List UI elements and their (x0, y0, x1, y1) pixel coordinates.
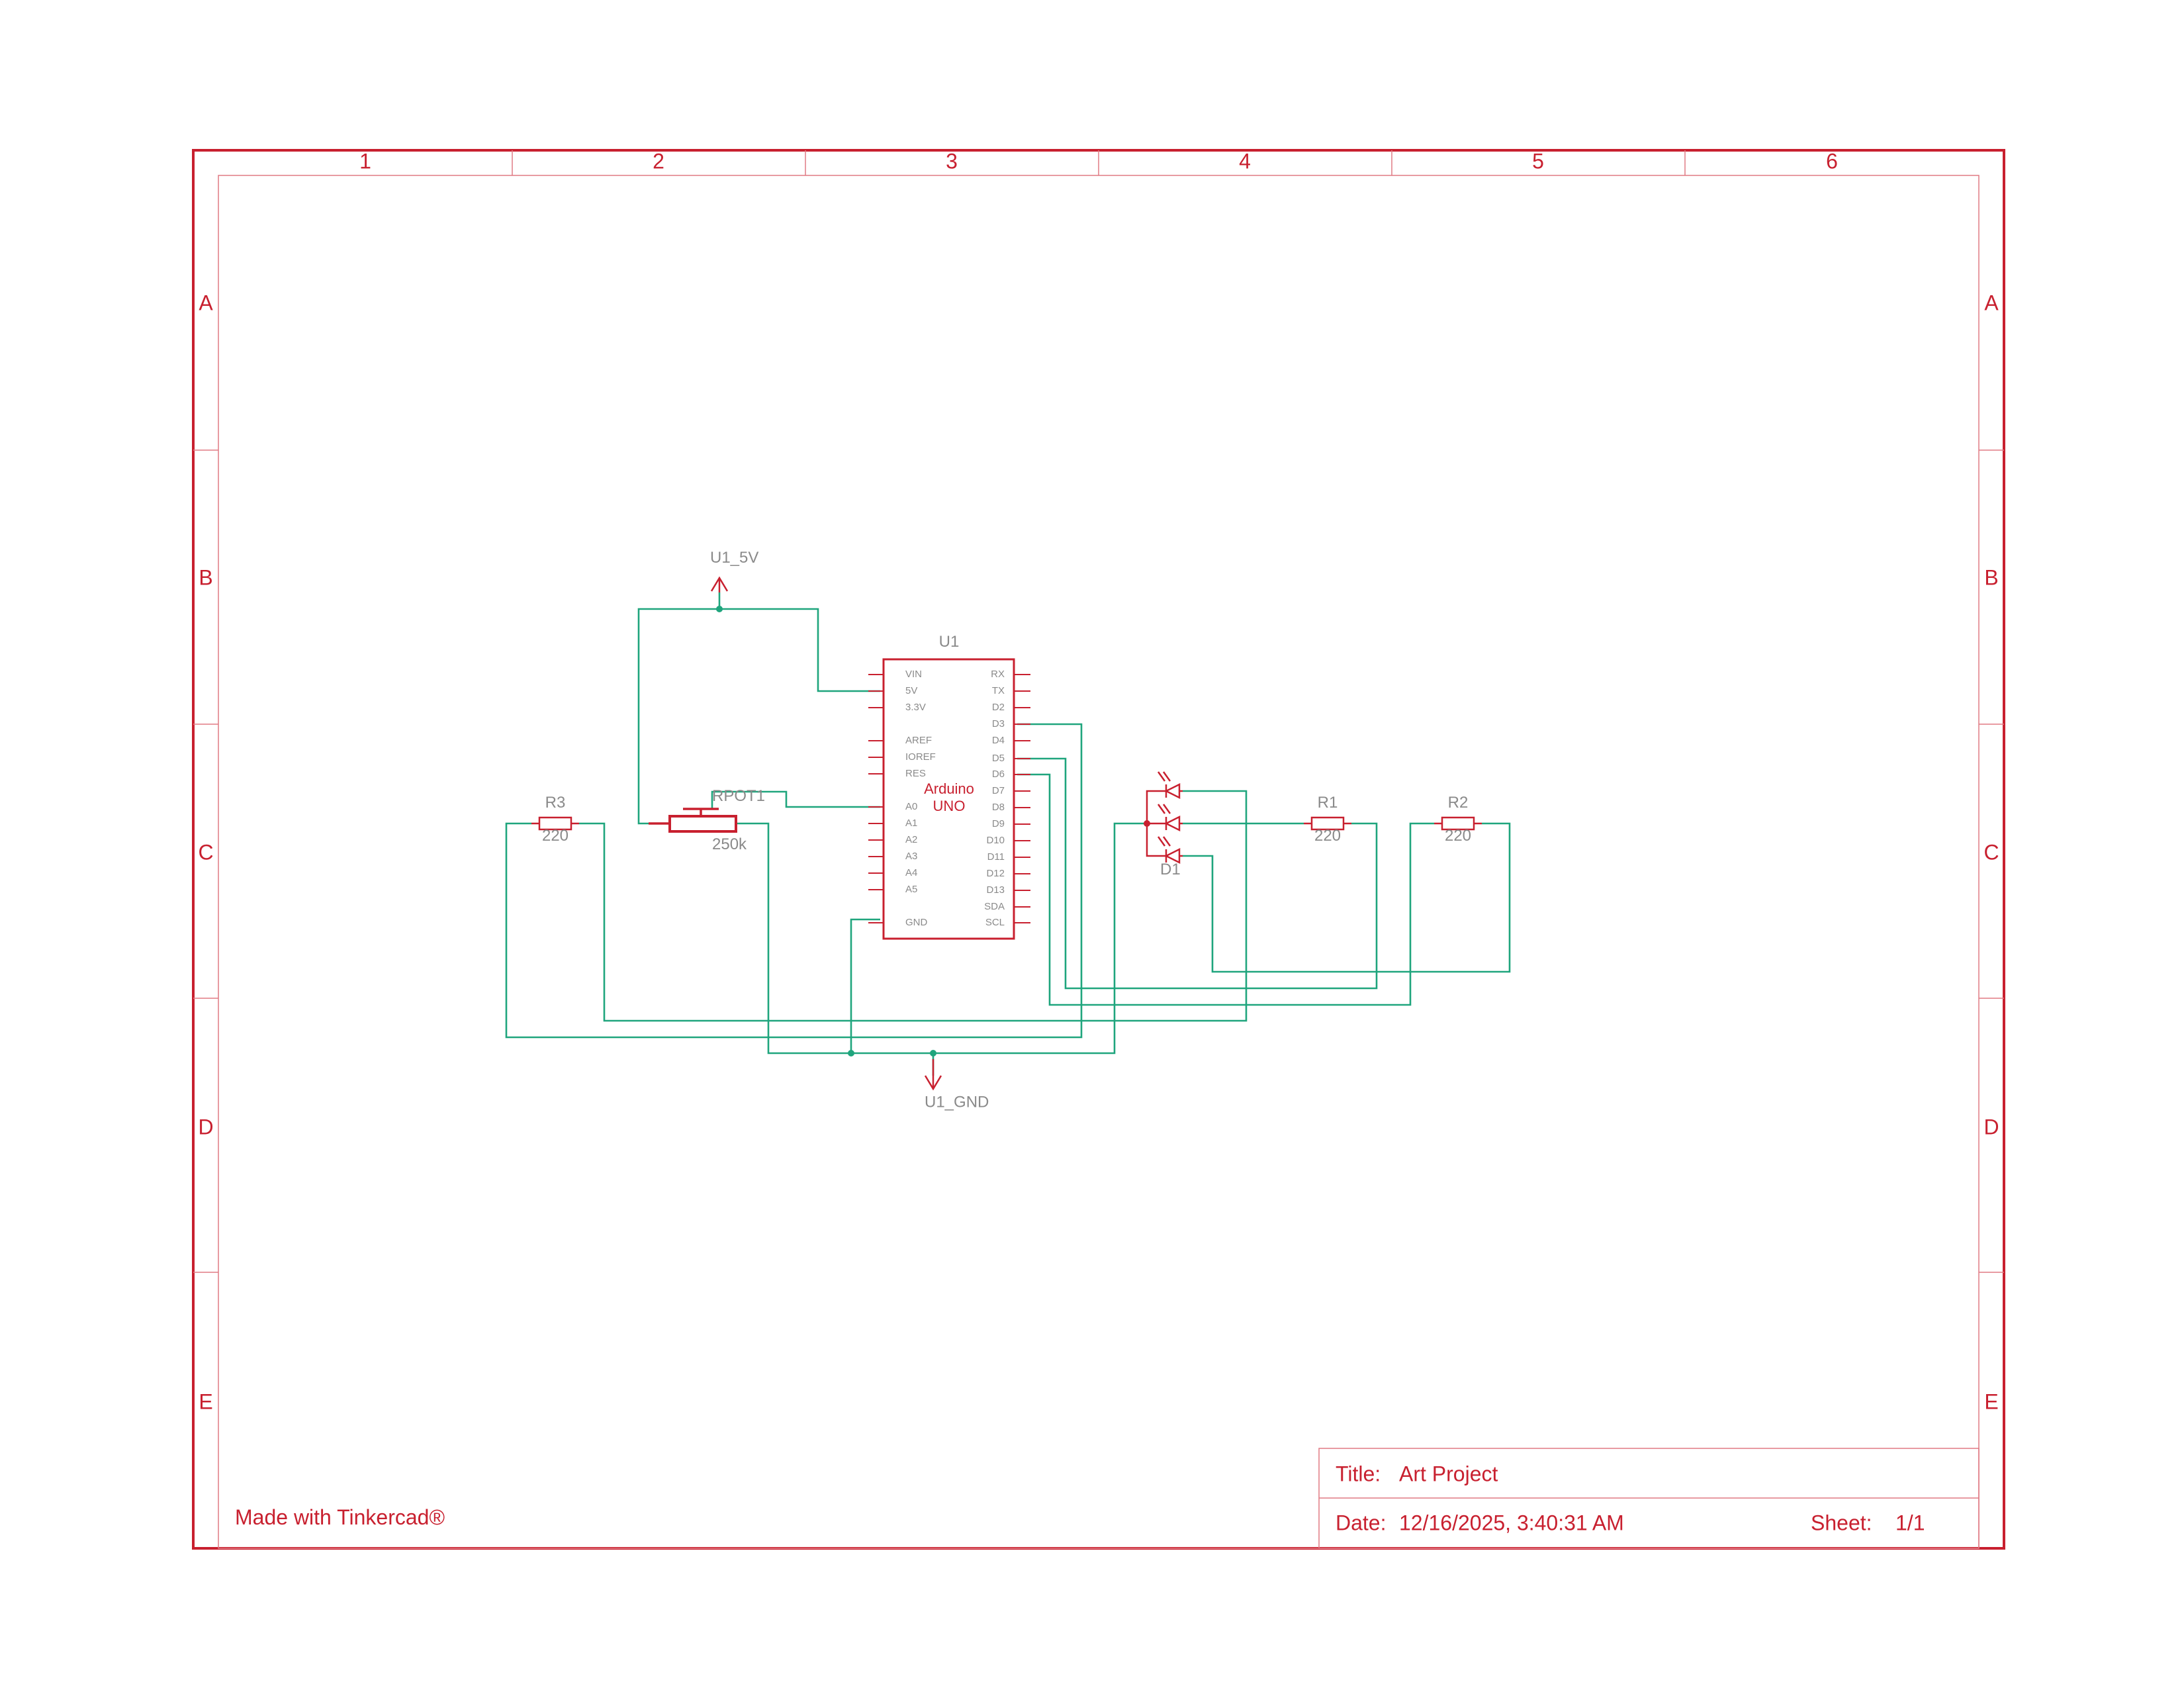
wire-gnd-bus (736, 822, 1147, 1055)
column-label-5: 5 (1532, 149, 1544, 173)
u1-pin-rx-label: RX (991, 669, 1005, 680)
d1-ref: D1 (1160, 861, 1181, 878)
rpot1-body (668, 815, 737, 833)
u1-pin-33v-label: 3.3V (905, 702, 926, 713)
u1-pin-d8-label: D8 (992, 802, 1005, 813)
title-value: Art Project (1399, 1462, 1498, 1485)
row-label-b-right: B (1984, 565, 1998, 589)
wire-d5-to-r1 (1017, 757, 1378, 990)
resistor-r2: R2 220 (1434, 794, 1482, 845)
power-5v-label: U1_5V (710, 549, 758, 567)
rpot1-ref: RPOT1 (712, 787, 765, 805)
row-label-a-right: A (1984, 291, 1999, 314)
rpot1-value: 250k (712, 835, 747, 853)
wires (505, 592, 1511, 1076)
led-common-junction (1144, 820, 1150, 827)
u1-pin-a2-label: A2 (905, 834, 917, 845)
u1-name-line1: Arduino (924, 780, 974, 797)
u1-pin-gnd-label: GND (905, 917, 928, 928)
row-label-e-right: E (1984, 1389, 1998, 1413)
wire-rpot-wiper-to-a0 (711, 790, 880, 808)
row-label-d-left: D (198, 1115, 213, 1139)
u1-pin-ioref-label: IOREF (905, 751, 936, 763)
arduino-uno-u1: U1 Arduino UNO VIN 5V 3.3V AREF IOREF RES A0A1… (868, 633, 1030, 940)
rgb-led-d1: D1 (1144, 771, 1183, 878)
u1-body (882, 658, 1015, 940)
u1-pin-scl-label: SCL (985, 917, 1005, 928)
wire-5v-to-rpot (637, 608, 719, 825)
row-label-d-right: D (1983, 1115, 1999, 1139)
power-5v-symbol: U1_5V (710, 549, 758, 592)
r3-ref: R3 (545, 794, 566, 812)
u1-pin-d4-label: D4 (992, 735, 1005, 746)
potentiometer-rpot1: RPOT1 250k (649, 787, 765, 853)
u1-pin-a1-label: A1 (905, 818, 917, 829)
u1-pin-sda-label: SDA (984, 901, 1005, 912)
resistor-r3: R3 220 (531, 794, 579, 845)
u1-pin-res-label: RES (905, 768, 926, 779)
wire-d3-to-r3 (505, 723, 1083, 1039)
title-label: Title: (1336, 1462, 1381, 1485)
r3-value: 220 (542, 827, 569, 845)
wire-r3-to-led-red (579, 790, 1248, 1022)
outer-border (192, 149, 2005, 1550)
wire-u1-gnd (850, 918, 880, 1053)
r2-ref: R2 (1448, 794, 1469, 812)
u1-pin-a3-label: A3 (905, 851, 917, 862)
column-label-4: 4 (1239, 149, 1251, 173)
u1-pin-d3-label: D3 (992, 718, 1005, 729)
date-label: Date: (1336, 1511, 1386, 1534)
u1-pin-d9-label: D9 (992, 818, 1005, 829)
inner-border (218, 175, 1979, 1549)
sheet-value: 1/1 (1895, 1511, 1925, 1534)
column-label-1: 1 (359, 149, 371, 173)
u1-pin-a4-label: A4 (905, 867, 917, 878)
r1-value: 220 (1314, 827, 1341, 845)
title-block: Title: Art Project Date: 12/16/2025, 3:4… (1318, 1448, 1979, 1549)
u1-pin-aref-label: AREF (905, 735, 932, 746)
u1-pin-d10-label: D10 (986, 835, 1005, 846)
drawing-frame: 1 2 3 4 5 6 A B C D E A B C D E Made wit… (192, 149, 2005, 1550)
led-diode-3 (1157, 836, 1183, 865)
row-label-e-left: E (199, 1389, 212, 1413)
wire-5v-to-u1 (719, 608, 880, 692)
u1-pin-d6-label: D6 (992, 769, 1005, 780)
wire-r2-to-led-blue (1183, 822, 1511, 973)
row-label-c-left: C (198, 840, 213, 864)
column-label-3: 3 (946, 149, 958, 173)
made-with-tinkercad: Made with Tinkercad® (235, 1505, 445, 1529)
led-diode-1 (1157, 771, 1183, 800)
column-label-2: 2 (653, 149, 664, 173)
u1-pin-d5-label: D5 (992, 753, 1005, 764)
row-label-a-left: A (199, 291, 213, 314)
u1-name-line2: UNO (933, 798, 966, 814)
u1-pin-d11-label: D11 (987, 851, 1005, 863)
u1-pin-a5-label: A5 (905, 884, 917, 895)
row-label-c-right: C (1983, 840, 1999, 864)
u1-pin-a0-label: A0 (905, 801, 917, 812)
junctions (716, 606, 936, 1056)
sheet-label: Sheet: (1811, 1511, 1872, 1534)
u1-ref: U1 (939, 633, 960, 651)
column-label-6: 6 (1826, 149, 1838, 173)
resistor-r1: R1 220 (1304, 794, 1351, 845)
u1-pin-tx-label: TX (992, 685, 1005, 696)
date-value: 12/16/2025, 3:40:31 AM (1399, 1511, 1624, 1534)
u1-pin-d12-label: D12 (986, 868, 1005, 879)
u1-pin-d2-label: D2 (992, 702, 1005, 713)
ground-symbol: U1_GND (924, 1059, 989, 1111)
u1-pin-d7-label: D7 (992, 785, 1005, 796)
u1-pin-d13-label: D13 (986, 884, 1005, 896)
u1-pin-vin-label: VIN (905, 669, 922, 680)
ground-label: U1_GND (925, 1093, 989, 1111)
row-label-b-left: B (199, 565, 212, 589)
wire-d6-to-r2 (1017, 773, 1434, 1006)
r1-ref: R1 (1318, 794, 1338, 812)
r2-value: 220 (1445, 827, 1471, 845)
led-diode-2 (1157, 804, 1183, 832)
u1-pin-5v-label: 5V (905, 685, 917, 696)
